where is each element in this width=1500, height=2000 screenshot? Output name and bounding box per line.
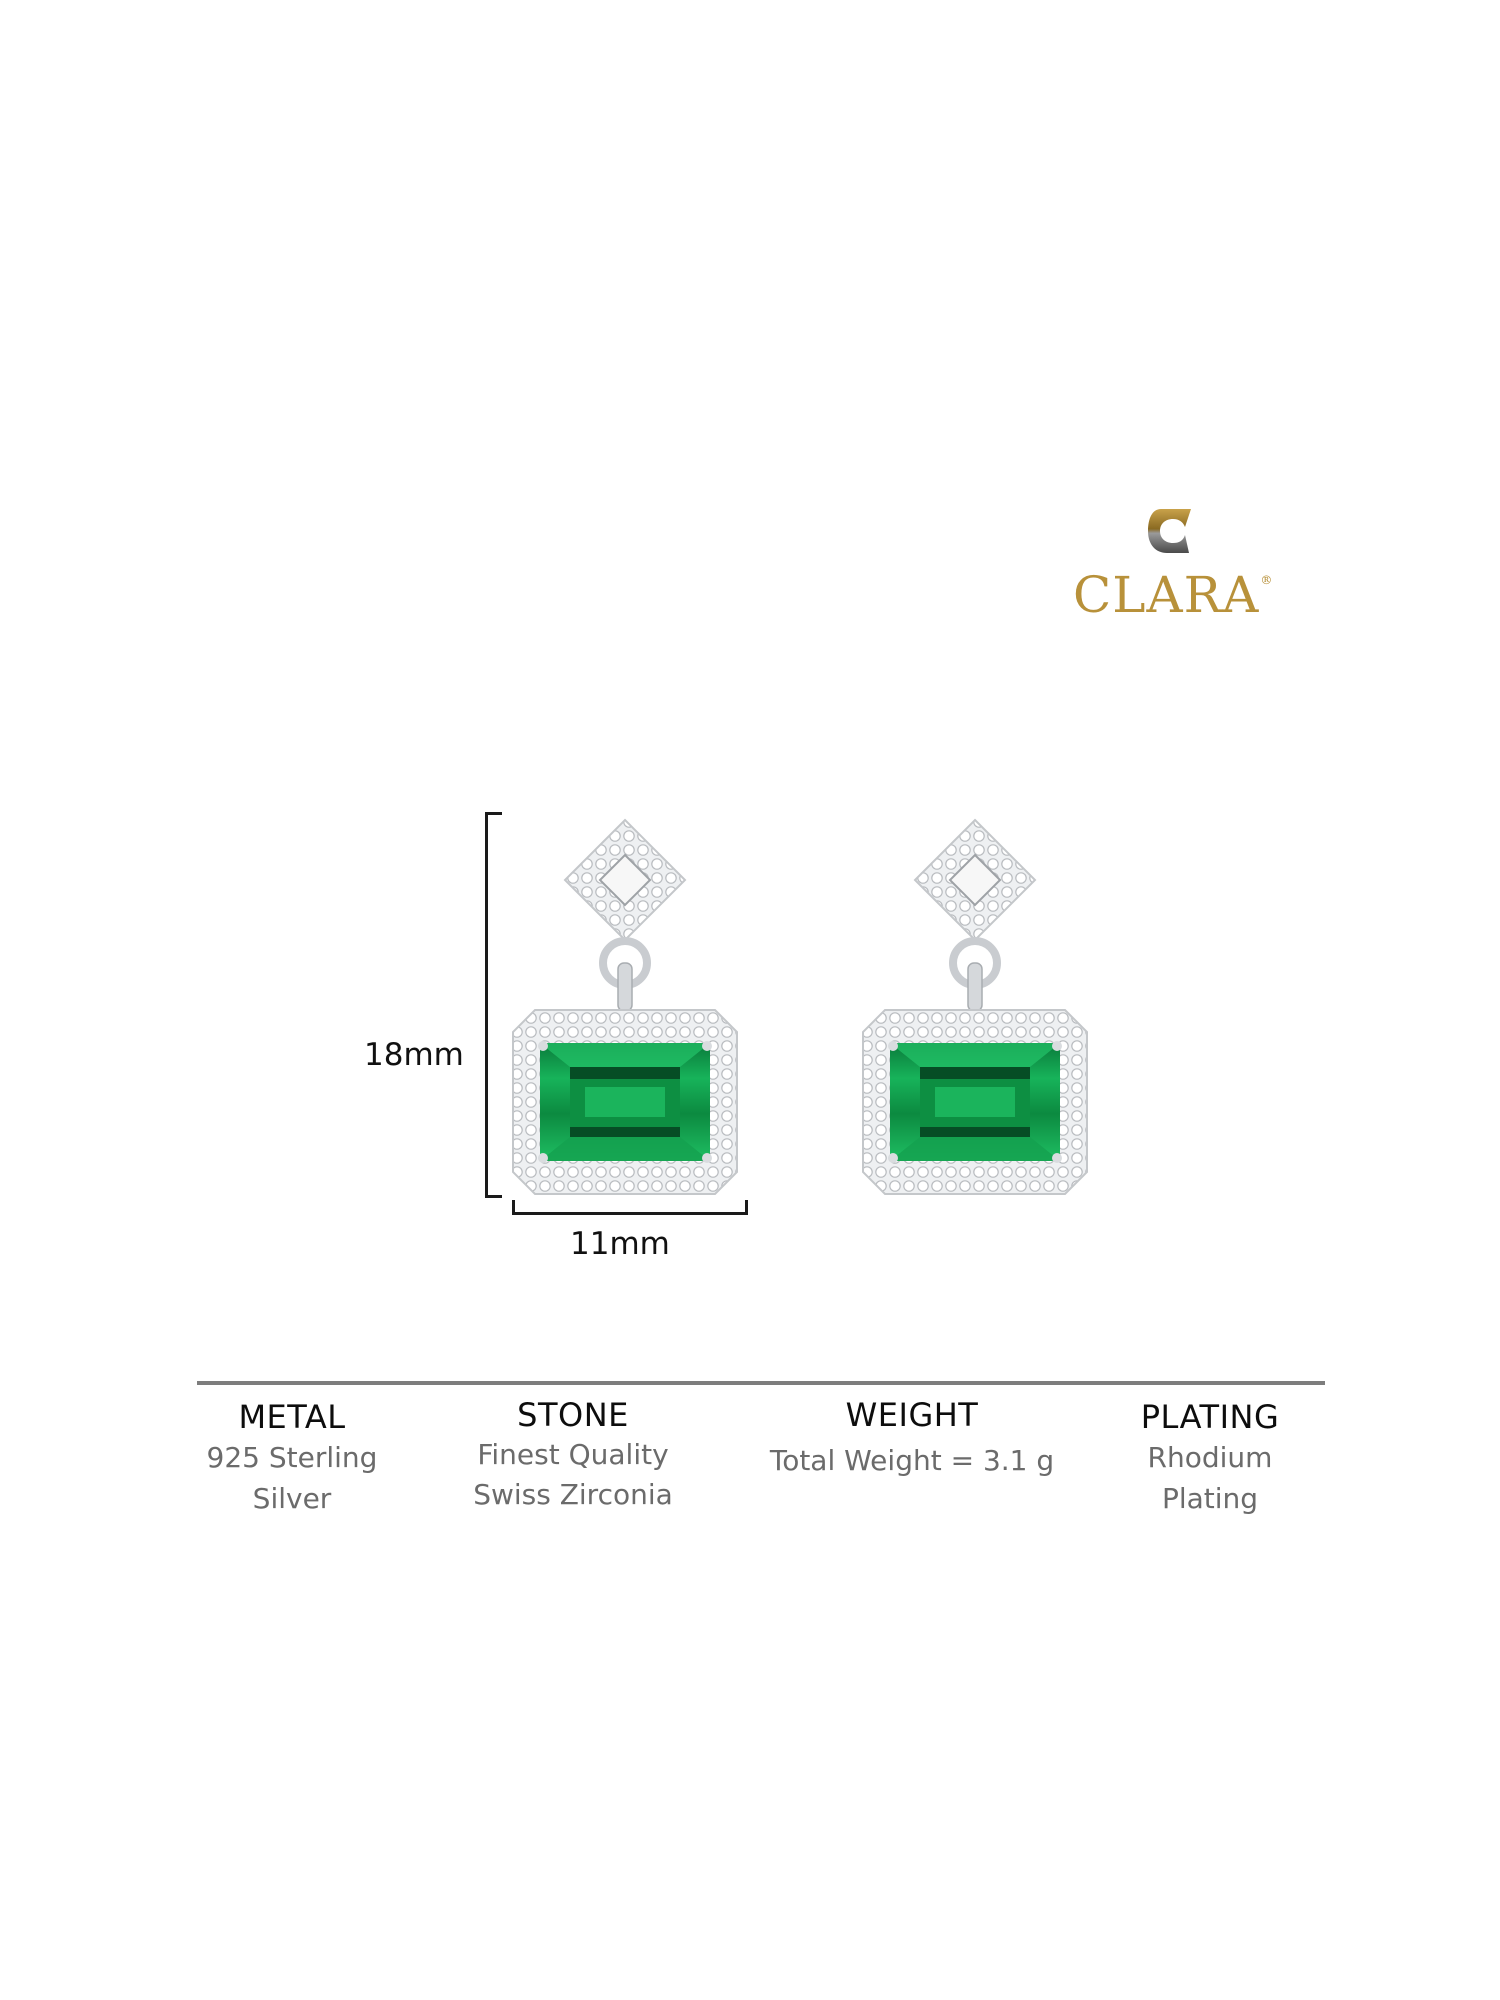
height-dimension-bracket [485, 812, 502, 1198]
spec-title: STONE [517, 1396, 629, 1434]
spec-value-line: Plating [1161, 1482, 1259, 1515]
spec-weight: WEIGHT Total Weight = 3.1 g [770, 1395, 1054, 1481]
spec-value-line: Finest Quality [477, 1438, 669, 1471]
spec-value-line: Swiss Zirconia [473, 1478, 673, 1511]
c-monogram-icon [1148, 509, 1191, 553]
spec-value-line: Rhodium [1147, 1441, 1273, 1474]
specs-divider [197, 1381, 1325, 1385]
spec-value-line: Total Weight = 3.1 g [769, 1444, 1055, 1477]
spec-title: WEIGHT [845, 1396, 979, 1434]
width-dimension-label: 11mm [570, 1226, 670, 1262]
spec-value-line: Silver [252, 1482, 332, 1515]
brand-name: CLARA® [1073, 570, 1273, 620]
brand-logo: CLARA® [1070, 500, 1285, 630]
spec-value-line: 925 Sterling [206, 1441, 378, 1474]
spec-title: PLATING [1140, 1398, 1280, 1436]
spec-stone: STONE Finest Quality Swiss Zirconia [473, 1395, 673, 1515]
spec-plating: PLATING Rhodium Plating [1141, 1397, 1279, 1519]
width-dimension-bracket [512, 1200, 748, 1215]
registered-mark: ® [1260, 573, 1274, 587]
height-dimension-label: 18mm [364, 1037, 464, 1073]
spec-metal: METAL 925 Sterling Silver [207, 1397, 378, 1519]
earring-right-image [862, 818, 1088, 1195]
spec-title: METAL [238, 1398, 346, 1436]
brand-wordmark: CLARA [1073, 566, 1260, 624]
earring-left-image [512, 818, 738, 1195]
